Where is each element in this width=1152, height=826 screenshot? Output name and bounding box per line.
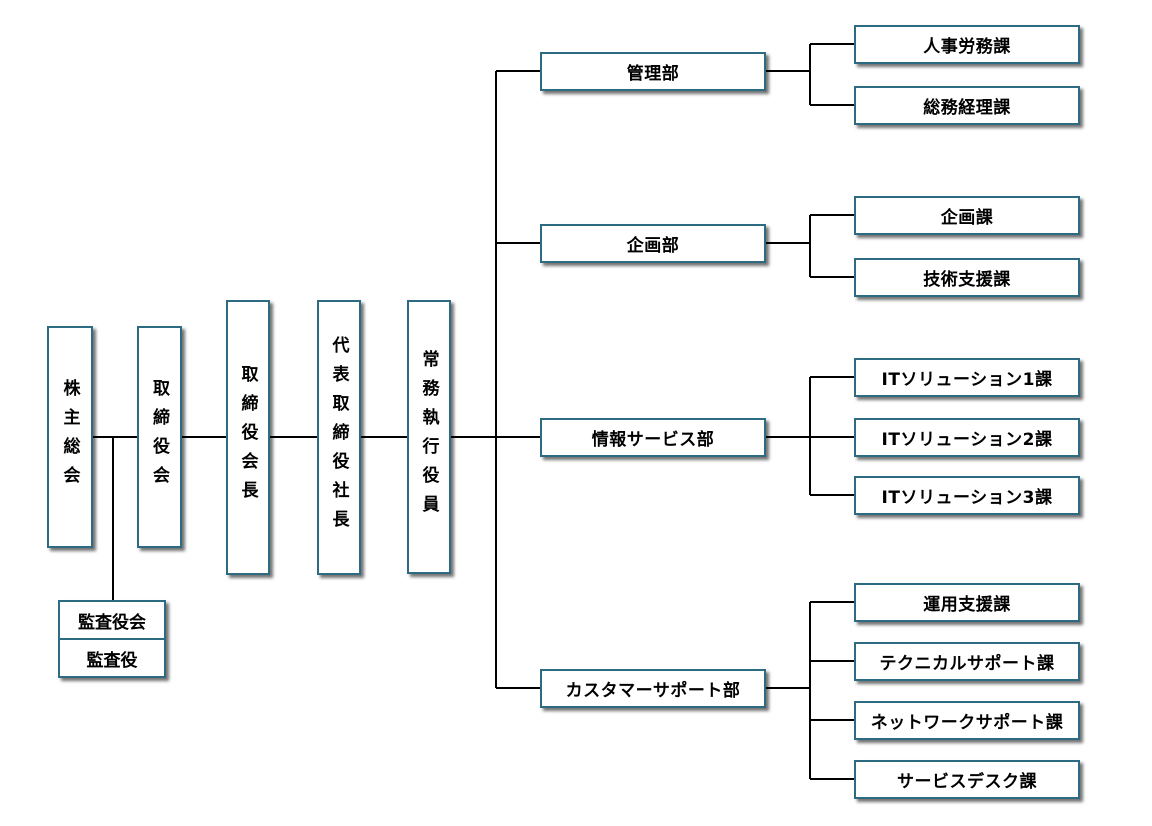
auditor-label: 監査役 [60,638,164,676]
department-box: 企画部 [540,224,766,263]
chairman-box: 取締役会長 [226,300,270,575]
section-box: ITソリューション1課 [854,358,1080,397]
department-box: 管理部 [540,52,766,91]
section-box: テクニカルサポート課 [854,642,1080,681]
audit-box: 監査役会 監査役 [58,600,166,678]
audit-board-label: 監査役会 [78,612,146,633]
section-box: ITソリューション2課 [854,418,1080,457]
section-box: ネットワークサポート課 [854,701,1080,740]
shareholders-meeting-box: 株主総会 [47,326,93,548]
board-of-directors-box: 取締役会 [137,326,182,548]
section-box: 総務経理課 [854,86,1080,125]
managing-officer-box: 常務執行役員 [407,300,451,574]
department-box: カスタマーサポート部 [540,669,766,708]
department-box: 情報サービス部 [540,418,766,457]
section-box: ITソリューション3課 [854,476,1080,515]
section-box: 企画課 [854,196,1080,235]
section-box: 運用支援課 [854,583,1080,622]
section-box: 人事労務課 [854,25,1080,64]
president-box: 代表取締役社長 [317,300,361,575]
section-box: 技術支援課 [854,258,1080,297]
section-box: サービスデスク課 [854,760,1080,799]
